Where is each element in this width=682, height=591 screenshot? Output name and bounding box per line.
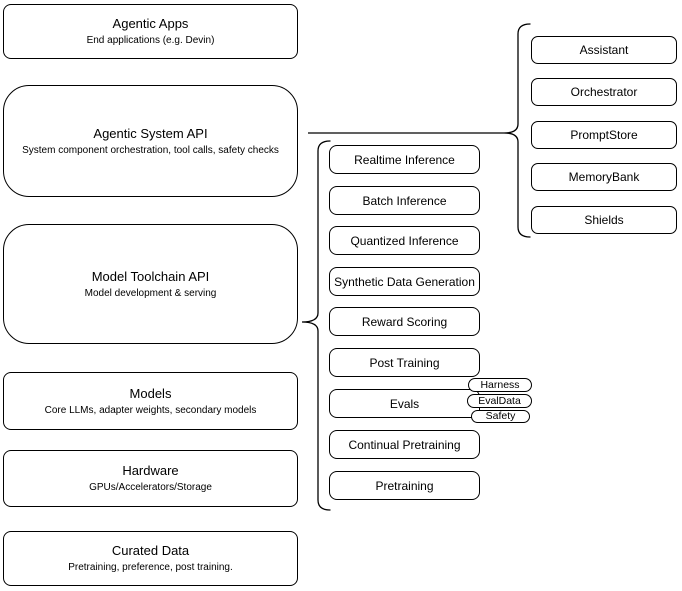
node-title: Agentic Apps <box>112 16 189 31</box>
node-subtitle: Core LLMs, adapter weights, secondary mo… <box>44 404 257 416</box>
node-label: Orchestrator <box>570 85 638 99</box>
node-batch-inference: Batch Inference <box>329 186 480 215</box>
node-subtitle: System component orchestration, tool cal… <box>22 144 279 156</box>
node-continual-pretraining: Continual Pretraining <box>329 430 480 459</box>
node-pretraining: Pretraining <box>329 471 480 500</box>
node-label: Continual Pretraining <box>348 437 461 452</box>
node-model-toolchain-api: Model Toolchain API Model development & … <box>3 224 298 344</box>
pill-label: EvalData <box>478 394 521 407</box>
node-orchestrator: Orchestrator <box>531 78 677 106</box>
node-evals: Evals <box>329 389 480 418</box>
node-subtitle: End applications (e.g. Devin) <box>86 35 215 46</box>
node-title: Curated Data <box>111 543 190 558</box>
node-label: Assistant <box>579 43 629 57</box>
node-label: Synthetic Data Generation <box>334 274 475 289</box>
node-title: Agentic System API <box>93 125 208 141</box>
node-curated-data: Curated Data Pretraining, preference, po… <box>3 531 298 586</box>
pill-evaldata: EvalData <box>467 394 532 408</box>
node-synthetic-data-generation: Synthetic Data Generation <box>329 267 480 296</box>
node-models: Models Core LLMs, adapter weights, secon… <box>3 372 298 430</box>
node-label: Quantized Inference <box>350 233 459 248</box>
node-title: Model Toolchain API <box>91 268 210 284</box>
node-label: Evals <box>389 396 420 411</box>
node-label: Reward Scoring <box>361 314 448 329</box>
node-label: Pretraining <box>375 478 434 493</box>
node-label: Shields <box>584 213 624 227</box>
node-title: Models <box>129 385 172 401</box>
node-agentic-apps: Agentic Apps End applications (e.g. Devi… <box>3 4 298 59</box>
pill-label: Harness <box>480 378 520 391</box>
node-agentic-system-api: Agentic System API System component orch… <box>3 85 298 197</box>
node-realtime-inference: Realtime Inference <box>329 145 480 174</box>
node-subtitle: Pretraining, preference, post training. <box>68 562 233 573</box>
node-memorybank: MemoryBank <box>531 163 677 191</box>
pill-safety: Safety <box>471 410 530 423</box>
pill-harness: Harness <box>468 378 532 392</box>
node-reward-scoring: Reward Scoring <box>329 307 480 336</box>
node-title: Hardware <box>122 463 179 478</box>
pill-label: Safety <box>485 410 516 423</box>
node-label: Realtime Inference <box>354 152 455 167</box>
system-components-brace <box>503 23 531 238</box>
toolchain-brace <box>301 140 331 511</box>
node-label: Batch Inference <box>362 193 447 208</box>
node-label: Post Training <box>369 355 440 370</box>
node-label: MemoryBank <box>568 170 640 184</box>
node-shields: Shields <box>531 206 677 234</box>
node-promptstore: PromptStore <box>531 121 677 149</box>
node-hardware: Hardware GPUs/Accelerators/Storage <box>3 450 298 507</box>
node-label: PromptStore <box>570 128 638 142</box>
node-subtitle: GPUs/Accelerators/Storage <box>89 482 212 493</box>
node-quantized-inference: Quantized Inference <box>329 226 480 255</box>
node-post-training: Post Training <box>329 348 480 377</box>
node-assistant: Assistant <box>531 36 677 64</box>
node-subtitle: Model development & serving <box>84 287 217 299</box>
